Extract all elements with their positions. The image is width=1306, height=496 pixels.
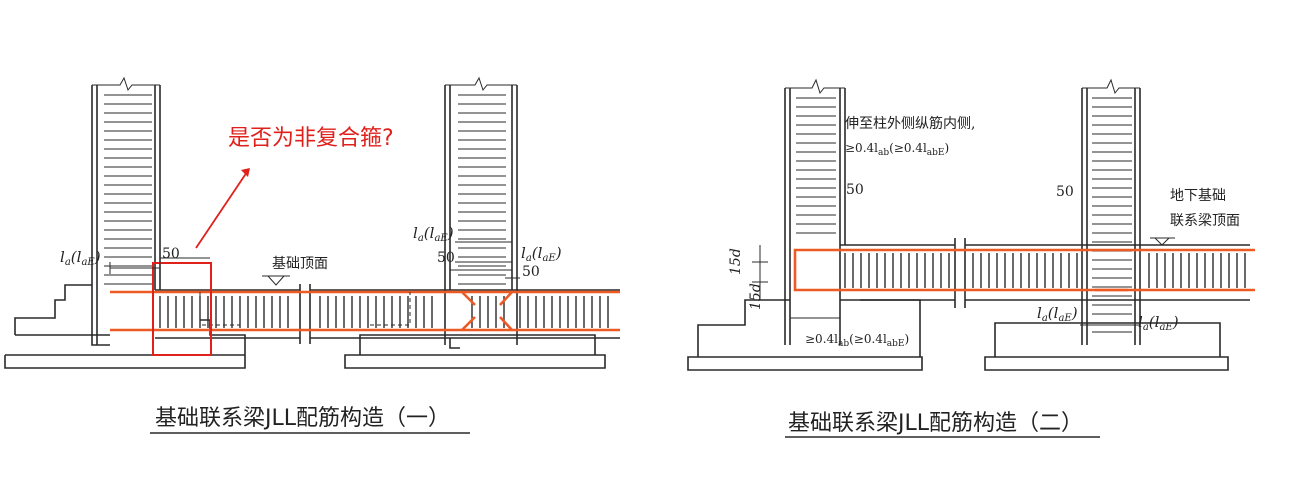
note-line-2: ≥0.4lab(≥0.4labE) (845, 141, 949, 158)
label-la-left: la(laE) (60, 248, 101, 268)
column-2-right (1081, 78, 1141, 345)
column-2-left (784, 78, 846, 345)
beam-1-cross-rebar (461, 291, 513, 331)
right-footing (344, 334, 606, 369)
label-la-l: la(laE) (1037, 304, 1078, 324)
beam-2-bottom-rebar (793, 275, 1255, 292)
question-arrow (195, 171, 248, 249)
label-50-a: 50 (846, 182, 864, 198)
label-basement-2: 联系梁顶面 (1170, 213, 1240, 229)
label-top-surface: 基础顶面 (272, 255, 328, 272)
left-footing (4, 284, 246, 369)
label-bottom: ≥0.4lab(≥0.4labE) (805, 332, 909, 349)
highlight-box (152, 262, 212, 356)
diagram-2: 伸至柱外侧纵筋内侧, ≥0.4lab(≥0.4labE) 50 50 15d 1… (687, 78, 1255, 438)
caption-1: 基础联系梁JLL配筋构造（一） (155, 406, 450, 431)
beam-1-stirrups (159, 296, 609, 328)
dim-bottom (790, 317, 1140, 326)
top-surface-marker (262, 275, 290, 286)
label-50-b: 50 (1056, 184, 1074, 200)
dim-la-right (450, 241, 520, 279)
anchorage-dashes-1 (199, 292, 411, 326)
diagram-1: la(laE) 50 基础顶面 是否为非复合箍? la(laE) la(laE)… (4, 76, 620, 434)
basement-marker (1150, 237, 1175, 246)
label-la-r: la(laE) (1138, 313, 1179, 333)
label-50-left: 50 (162, 246, 180, 262)
note-line-1: 伸至柱外侧纵筋内侧, (845, 115, 975, 132)
beam-2-stirrups (844, 253, 1246, 288)
label-la-right-side: la(laE) (521, 244, 562, 264)
beam-2-outline (840, 238, 1250, 308)
label-50-r2: 50 (522, 264, 540, 280)
label-la-right-top: la(laE) (413, 224, 454, 244)
label-50-r1: 50 (437, 250, 455, 266)
beam-2-top-rebar (793, 248, 1255, 275)
label-15d-b: 15d (748, 283, 764, 310)
beam-1-outline (155, 284, 620, 344)
column-1-left (91, 76, 161, 346)
footing-2-right (984, 322, 1229, 371)
arrow-head-icon (241, 168, 250, 177)
question-text: 是否为非复合箍? (228, 126, 394, 151)
label-basement-1: 地下基础 (1170, 187, 1226, 204)
label-15d-a: 15d (728, 248, 744, 275)
caption-2: 基础联系梁JLL配筋构造（二） (788, 411, 1083, 436)
dim-la-left (109, 252, 210, 274)
column-1-right (444, 76, 518, 349)
dim-15d (752, 245, 768, 300)
